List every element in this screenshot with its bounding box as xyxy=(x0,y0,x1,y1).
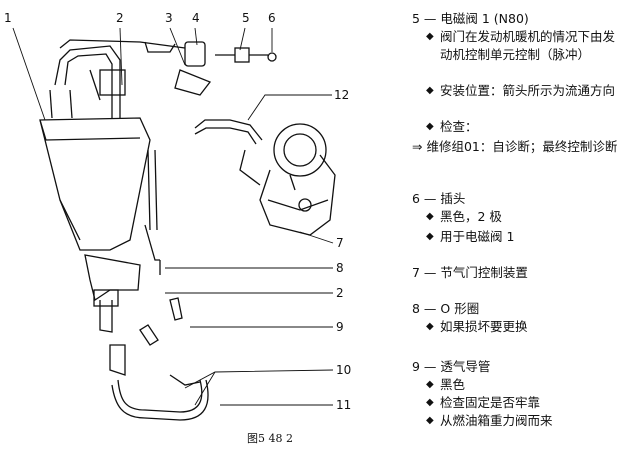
diamond-bullet-icon: ◆ xyxy=(426,397,434,408)
legend-bullet: ◆ 黑色，2 极 xyxy=(426,208,622,226)
diamond-bullet-icon: ◆ xyxy=(426,231,434,242)
diamond-bullet-icon: ◆ xyxy=(426,321,434,332)
legend-bullet: ◆ 检查固定是否牢靠 xyxy=(426,394,622,412)
bullet-text: 黑色 xyxy=(440,377,466,392)
callout-12: 12 xyxy=(334,88,350,102)
bullet-text: 安装位置：箭头所示为流通方向 xyxy=(440,83,616,98)
bullet-text: 如果损坏要更换 xyxy=(440,319,528,334)
bullet-text: 检查： xyxy=(440,119,478,134)
callout-6: 6 xyxy=(268,11,276,25)
callout-2-bottom: 2 xyxy=(336,286,344,300)
legend-bullet: ◆ 安装位置：箭头所示为流通方向 xyxy=(426,82,622,100)
callout-7: 7 xyxy=(336,236,344,250)
callout-1: 1 xyxy=(4,11,12,25)
callout-3: 3 xyxy=(165,11,173,25)
callout-8: 8 xyxy=(336,261,344,275)
parts-legend: 5 — 电磁阀 1 (N80) ◆ 阀门在发动机暖机的情况下由发动机控制单元控制… xyxy=(398,0,624,450)
legend-heading: 6 — 插头 xyxy=(412,191,466,206)
callout-11: 11 xyxy=(336,398,352,412)
legend-bullet: ◆ 从燃油箱重力阀而来 xyxy=(426,412,622,430)
exploded-parts-diagram xyxy=(12,27,336,421)
bullet-text: 黑色，2 极 xyxy=(440,209,502,224)
bullet-text: 从燃油箱重力阀而来 xyxy=(440,413,553,428)
diamond-bullet-icon: ◆ xyxy=(426,415,434,426)
callout-5: 5 xyxy=(242,11,250,25)
diamond-bullet-icon: ◆ xyxy=(426,85,434,96)
canister-body xyxy=(39,117,151,251)
callout-10: 10 xyxy=(336,363,352,377)
legend-bullet: ◆ 如果损坏要更换 xyxy=(426,318,622,336)
diamond-bullet-icon: ◆ xyxy=(426,211,434,222)
figure-caption: 图5 48 2 xyxy=(247,432,293,445)
diamond-bullet-icon: ◆ xyxy=(426,31,434,42)
legend-bullet: ◆ 检查： xyxy=(426,118,622,136)
legend-bullet: ◆ 黑色 xyxy=(426,376,622,394)
legend-bullet: ◆ 阀门在发动机暖机的情况下由发动机控制单元控制（脉冲） xyxy=(426,28,622,64)
diamond-bullet-icon: ◆ xyxy=(426,121,434,132)
callout-2-top: 2 xyxy=(116,11,124,25)
bullet-text: 用于电磁阀 1 xyxy=(440,229,515,244)
legend-heading: 9 — 透气导管 xyxy=(412,359,491,374)
legend-heading: 8 — O 形圈 xyxy=(412,301,480,316)
diamond-bullet-icon: ◆ xyxy=(426,379,434,390)
legend-bullet: ◆ 用于电磁阀 1 xyxy=(426,228,622,246)
legend-heading: 5 — 电磁阀 1 (N80) xyxy=(412,11,529,26)
bullet-text: 检查固定是否牢靠 xyxy=(440,395,541,410)
callout-9: 9 xyxy=(336,320,344,334)
bullet-text: 阀门在发动机暖机的情况下由发动机控制单元控制（脉冲） xyxy=(440,29,616,62)
legend-note: ⇒ 维修组01：自诊断；最终控制诊断 xyxy=(412,139,618,154)
legend-heading: 7 — 节气门控制装置 xyxy=(412,265,528,280)
callout-4: 4 xyxy=(192,11,200,25)
